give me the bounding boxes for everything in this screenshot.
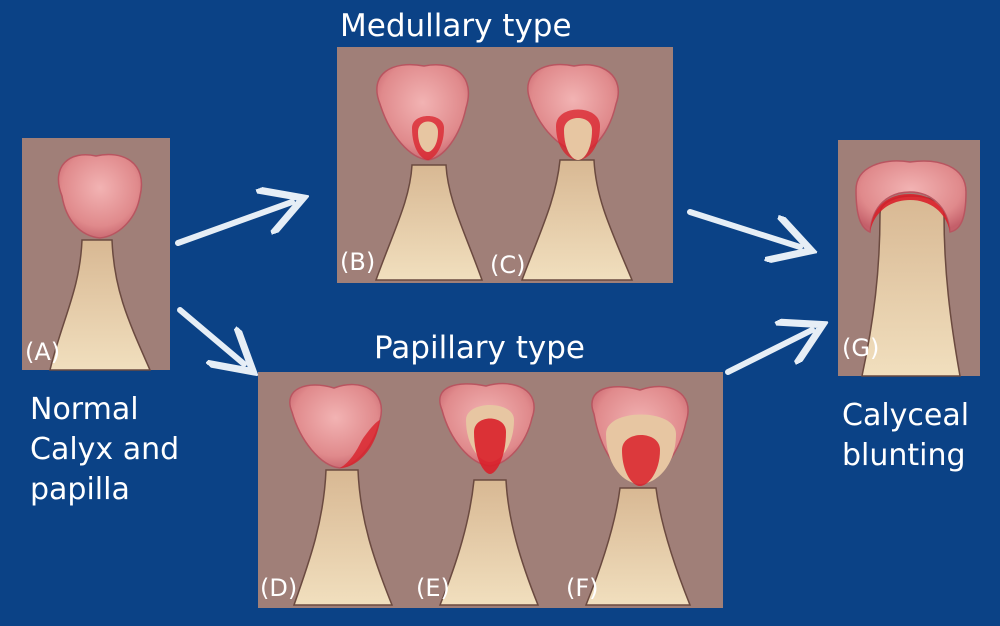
- arrow-medullary-to-g: [687, 209, 800, 247]
- calyx-e-drawing: [438, 382, 540, 606]
- panel-label-d: (D): [260, 574, 298, 602]
- arrow-a-to-papillary: [177, 307, 244, 364]
- normal-caption-line2: Calyx and: [30, 432, 180, 467]
- panel-label-b: (B): [340, 248, 376, 276]
- medullary-heading: Medullary type: [340, 8, 572, 44]
- calyx-d-drawing: [289, 383, 394, 606]
- calyx-f-drawing: [584, 385, 692, 606]
- panel-label-g: (G): [842, 334, 880, 362]
- papillary-heading: Papillary type: [374, 330, 586, 366]
- calyx-a-drawing: [49, 153, 152, 371]
- normal-caption-line3: papilla: [30, 472, 130, 507]
- blunting-caption-line1: Calyceal: [842, 398, 970, 433]
- calyx-g-drawing: [855, 160, 967, 377]
- panel-label-c: (C): [490, 251, 526, 279]
- normal-caption-line1: Normal: [30, 392, 139, 427]
- arrow-papillary-to-g: [725, 330, 812, 375]
- panel-label-f: (F): [566, 574, 599, 602]
- calyx-b-drawing: [374, 64, 484, 281]
- blunting-caption: Calyceal blunting: [842, 396, 992, 476]
- normal-caption: Normal Calyx and papilla: [30, 390, 230, 510]
- blunting-caption-line2: blunting: [842, 438, 966, 473]
- panel-label-a: (A): [25, 338, 61, 366]
- calyx-c-drawing: [520, 63, 634, 281]
- arrow-a-to-medullary: [175, 202, 292, 246]
- panel-label-e: (E): [416, 574, 450, 602]
